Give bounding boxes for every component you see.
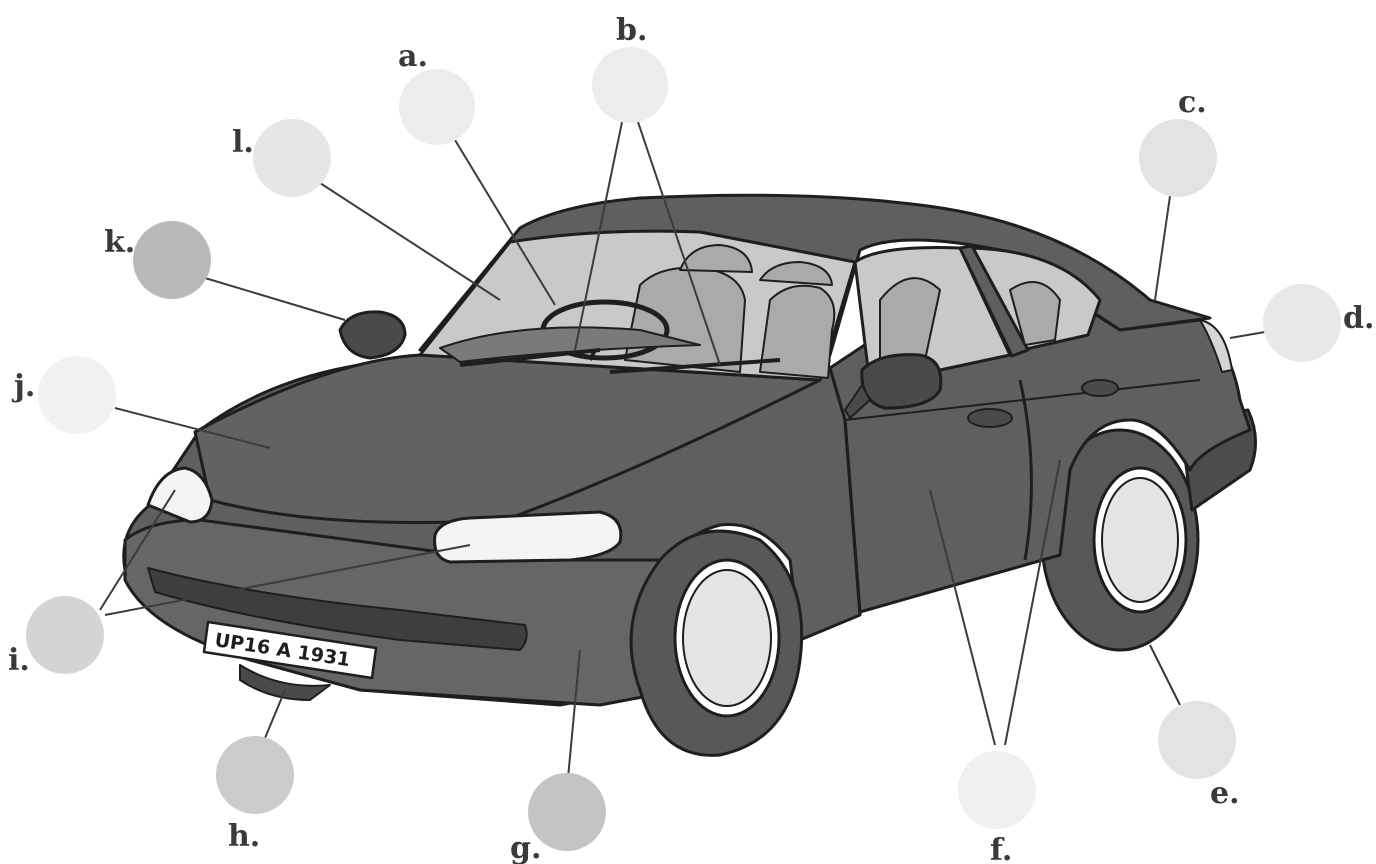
bubble-f[interactable] [958,751,1036,829]
bubble-e[interactable] [1158,701,1236,779]
label-e: e. [1210,776,1240,811]
bubble-d[interactable] [1263,284,1341,362]
label-j: j. [11,369,35,404]
label-b: b. [616,13,647,48]
bubble-b[interactable] [592,47,668,123]
bubble-c[interactable] [1139,119,1217,197]
bubble-i[interactable] [26,596,104,674]
bubble-h[interactable] [216,736,294,814]
bubble-j[interactable] [38,356,116,434]
side-mirror-right [862,355,941,408]
front-wheel [631,531,802,755]
headlight-right [435,512,621,562]
bubble-k[interactable] [133,221,211,299]
bubble-a[interactable] [399,69,475,145]
label-h: h. [228,819,260,854]
label-g: g. [510,831,541,864]
label-f: f. [990,833,1012,864]
label-a: a. [398,39,428,74]
label-i: i. [8,643,30,678]
label-c: c. [1178,85,1207,120]
label-k: k. [104,225,135,260]
bubble-l[interactable] [253,119,331,197]
car-illustration: UP16 A 1931 [124,195,1256,755]
label-d: d. [1343,301,1374,336]
side-mirror-left [340,312,405,358]
label-l: l. [232,125,254,160]
